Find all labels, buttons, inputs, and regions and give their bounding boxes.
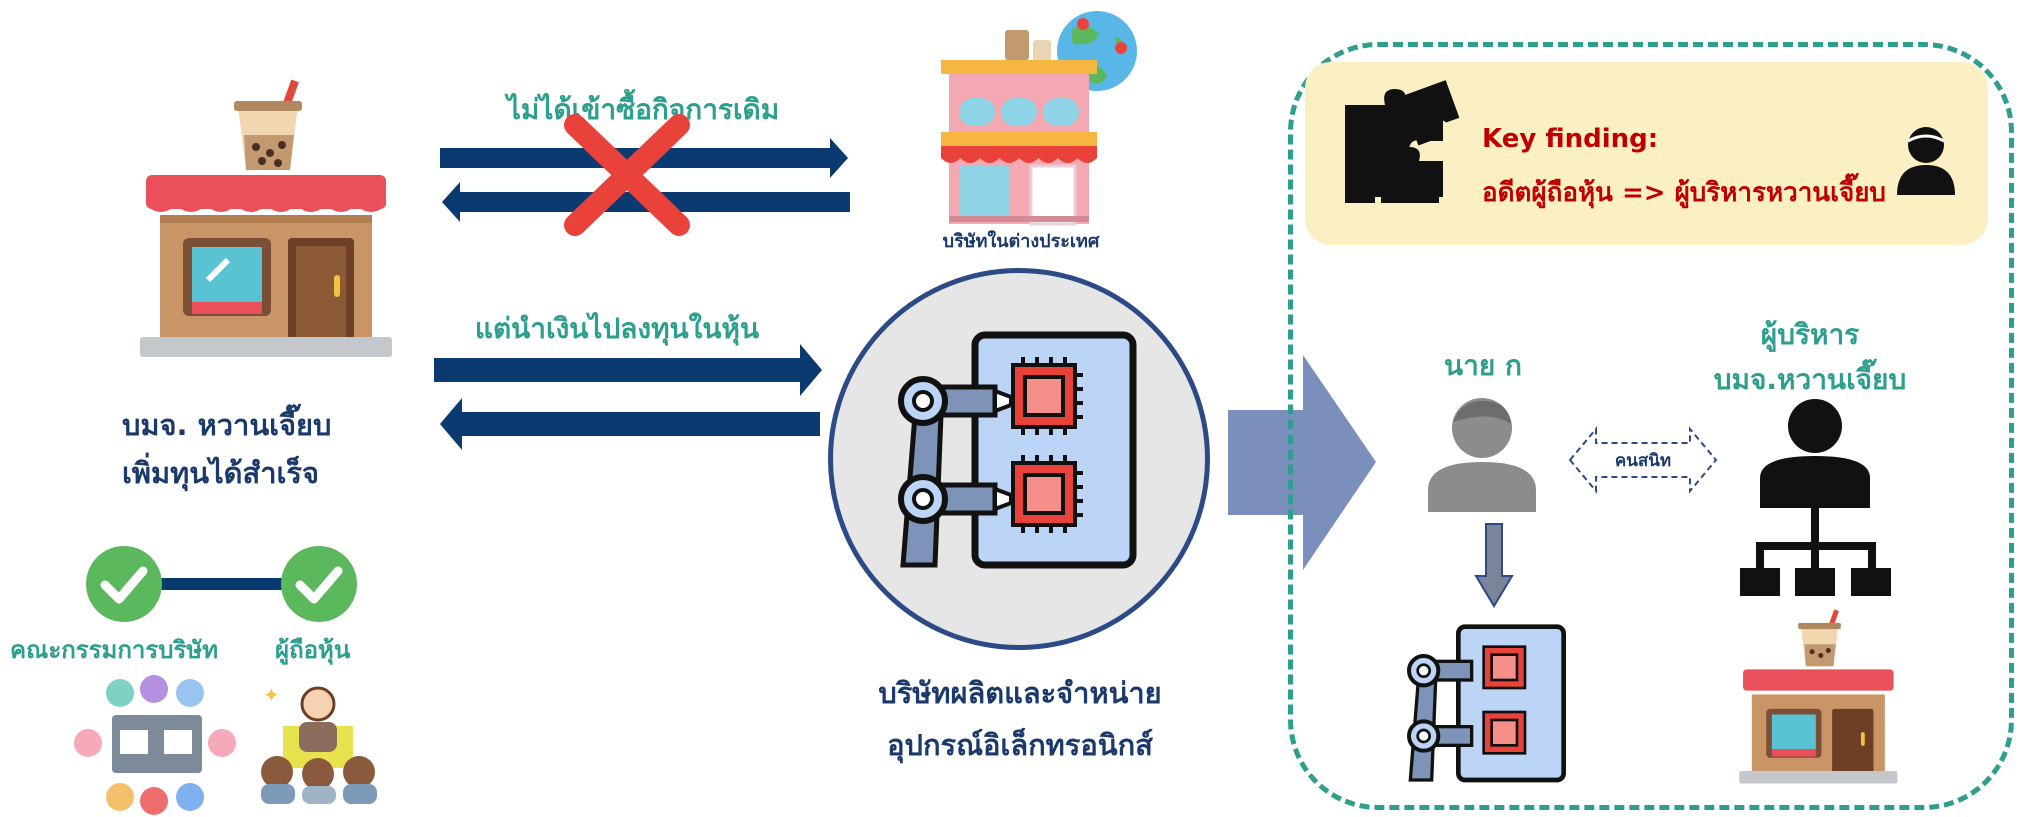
key-finding-title: Key finding: — [1482, 124, 1659, 154]
finding-panel — [1288, 42, 2014, 810]
meeting-table-icon — [72, 675, 237, 815]
board-label: คณะกรรมการบริษัท — [10, 636, 219, 664]
person-a-label: นาย ก — [1444, 349, 1522, 382]
org-chart-icon — [1738, 398, 1893, 600]
executive-label-line1: ผู้บริหาร — [1760, 318, 1860, 351]
puzzle-icon — [1345, 80, 1460, 205]
left-company-status: เพิ่มทุนได้สำเร็จ — [122, 456, 319, 490]
svg-text:✦: ✦ — [263, 683, 280, 707]
person-icon — [1895, 125, 1957, 195]
shareholder-label: ผู้ถือหุ้น — [275, 636, 351, 664]
board-approved-check-icon — [85, 545, 163, 623]
close-relation-double-arrow — [1568, 425, 1718, 495]
bottom-flow-label: แต่นำเงินไปลงทุนในหุ้น — [474, 312, 760, 345]
person-a-icon — [1425, 392, 1540, 512]
relation-label: คนสนิท — [1614, 451, 1672, 471]
approval-connector — [150, 578, 320, 590]
cancelled-x-icon — [557, 110, 697, 240]
big-right-arrow — [1228, 355, 1378, 570]
electronics-company-line1: บริษัทผลิตและจำหน่าย — [878, 676, 1162, 710]
top-flow-label: ไม่ได้เข้าซื้อกิจการเดิม — [506, 93, 780, 126]
shareholder-approved-check-icon — [280, 545, 358, 623]
foreign-shop-globe-icon — [935, 8, 1140, 226]
left-company-name: บมจ. หวานเจี๊ยบ — [122, 408, 332, 442]
down-arrow-icon — [1474, 523, 1514, 608]
robot-arm-chip-icon — [895, 331, 1137, 570]
key-finding-text: อดีตผู้ถือหุ้น => ผู้บริหารหวานเจี๊ยบ — [1482, 178, 1886, 208]
foreign-company-label: บริษัทในต่างประเทศ — [942, 231, 1100, 252]
bottom-flow-arrows — [430, 340, 830, 460]
executive-company-shop-icon — [1738, 600, 1898, 792]
audience-presentation-icon: ✦ — [255, 680, 380, 805]
executive-label-line2: บมจ.หวานเจี๊ยบ — [1713, 363, 1907, 396]
electronics-company-line2: อุปกรณ์อิเล็กทรอนิกส์ — [887, 728, 1153, 762]
person-a-company-robot-chip-icon — [1405, 624, 1566, 785]
left-company-shop-icon — [138, 75, 393, 360]
